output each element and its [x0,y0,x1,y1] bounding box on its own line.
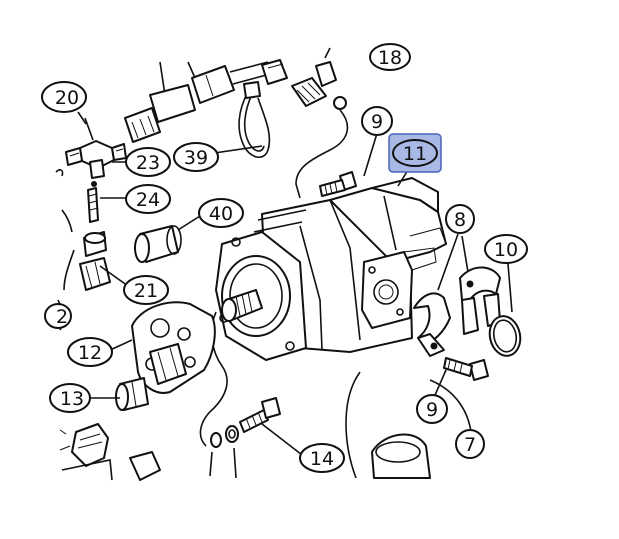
o-ring [488,315,522,357]
callout-12-label: 12 [78,342,102,364]
pressure-line [295,109,349,199]
callout-13[interactable]: 13 [49,383,91,413]
callout-2[interactable]: 2 [44,303,72,329]
callout-21[interactable]: 21 [123,275,169,305]
callout-21-label: 21 [134,280,158,302]
callout-7[interactable]: 7 [455,429,485,459]
callout-9-bottom[interactable]: 9 [416,394,448,424]
bolt-top [319,171,357,197]
bolt-lower [443,357,489,381]
callout-24[interactable]: 24 [125,184,171,214]
suction-hose [345,371,473,479]
callout-23-label: 23 [136,152,160,174]
callout-39-label: 39 [184,147,208,169]
callouts: 18 20 9 11 23 39 24 40 [41,43,528,473]
callout-11-label: 11 [403,143,427,165]
check-valve-pin [61,181,99,233]
callout-40-label: 40 [209,203,233,225]
bushing [134,225,182,263]
callout-24-label: 24 [136,189,160,211]
callout-20-label: 20 [55,87,79,109]
flange-block [131,301,216,394]
callout-40[interactable]: 40 [198,198,244,228]
callout-8-label: 8 [454,209,466,231]
adapter-fitting [57,231,111,331]
washer-nut-bolt [209,397,281,479]
callout-12[interactable]: 12 [67,337,113,367]
callout-11-highlighted[interactable]: 11 [388,133,442,173]
callout-18-label: 18 [378,47,402,69]
split-flange-halves [413,266,501,357]
callout-10-label: 10 [494,239,518,261]
elbow-fitting [291,47,347,110]
callout-10[interactable]: 10 [484,234,528,264]
hydraulic-pump-assembly [215,177,447,361]
leader-lines [77,111,513,459]
callout-2-label: 2 [56,306,68,328]
callout-20[interactable]: 20 [41,81,87,113]
callout-9-top-label: 9 [371,111,383,133]
callout-18[interactable]: 18 [369,43,411,71]
callout-39[interactable]: 39 [173,142,219,172]
callout-8[interactable]: 8 [445,204,475,234]
parts-artwork [55,47,522,481]
callout-9-top[interactable]: 9 [361,106,393,136]
hose-fitting-top [124,59,288,143]
tee-fitting [55,117,127,179]
valve-body-lower [59,423,161,481]
callout-14-label: 14 [310,448,334,470]
callout-9-bottom-label: 9 [426,399,438,421]
callout-7-label: 7 [464,434,476,456]
straight-fitting [115,377,149,411]
hose-clamp [238,81,271,158]
callout-13-label: 13 [60,388,84,410]
callout-14[interactable]: 14 [299,443,345,473]
callout-23[interactable]: 23 [125,147,171,177]
